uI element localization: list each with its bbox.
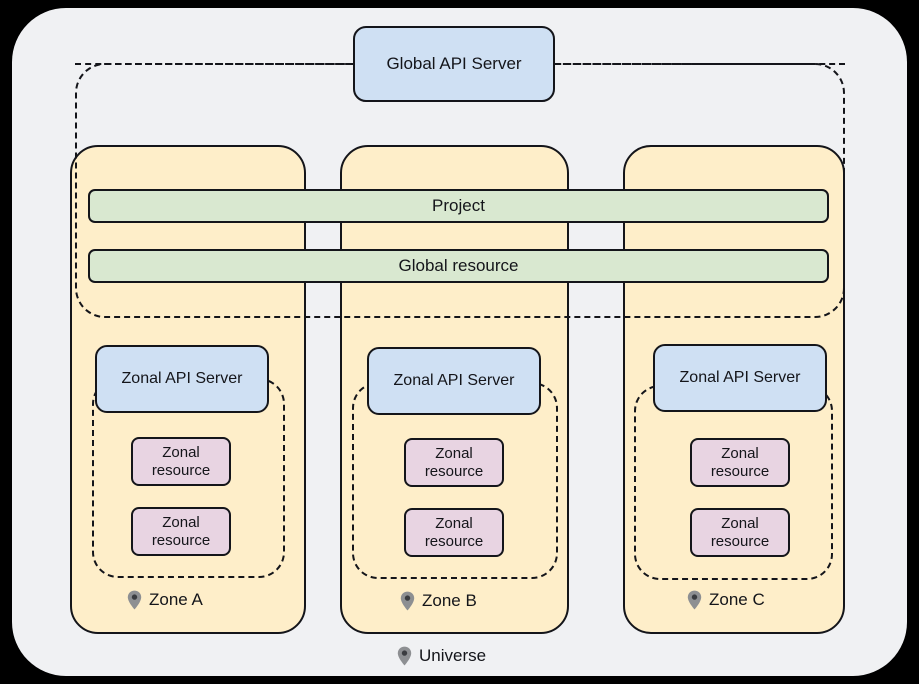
zone-c-zonal-resource-1-line2: resource xyxy=(710,462,770,480)
map-pin-icon xyxy=(127,590,142,610)
zone-c-zonal-resource-2[interactable]: Zonal resource xyxy=(690,508,790,557)
zone-a-zonal-resource-2-line2: resource xyxy=(151,531,211,549)
zone-c-zonal-api-server[interactable]: Zonal API Server xyxy=(653,344,827,412)
project-bar-label: Project xyxy=(432,196,485,215)
zone-b-zonal-resource-1[interactable]: Zonal resource xyxy=(404,438,504,487)
zone-c-zonal-resource-2-line1: Zonal xyxy=(721,514,759,532)
global-resource-bar[interactable]: Global resource xyxy=(88,249,829,283)
zone-c-zonal-resource-1-line1: Zonal xyxy=(721,444,759,462)
zone-c-zonal-resource-2-line2: resource xyxy=(710,532,770,550)
zone-b-zonal-resource-2-line1: Zonal xyxy=(435,514,473,532)
project-bar[interactable]: Project xyxy=(88,189,829,223)
zone-b-zonal-api-server[interactable]: Zonal API Server xyxy=(367,347,541,415)
zone-c-label-text: Zone C xyxy=(709,590,765,609)
zone-b-label: Zone B xyxy=(400,591,477,611)
zone-a-zonal-resource-1-line2: resource xyxy=(151,461,211,479)
zone-a-label: Zone A xyxy=(127,590,203,610)
zone-a-label-text: Zone A xyxy=(149,590,203,609)
zone-a-zonal-resource-1-line1: Zonal xyxy=(162,443,200,461)
connector-right xyxy=(553,63,845,65)
map-pin-icon xyxy=(687,590,702,610)
global-api-server-box[interactable]: Global API Server xyxy=(353,26,555,102)
universe-label: Universe xyxy=(397,646,486,666)
zone-b-zonal-resource-2-line2: resource xyxy=(424,532,484,550)
zone-b-zonal-resource-1-line1: Zonal xyxy=(435,444,473,462)
zone-b-zonal-resource-1-line2: resource xyxy=(424,462,484,480)
zone-b-zonal-api-server-label: Zonal API Server xyxy=(393,372,515,389)
global-resource-bar-label: Global resource xyxy=(398,256,519,275)
zone-c-label: Zone C xyxy=(687,590,765,610)
zone-a-zonal-resource-2[interactable]: Zonal resource xyxy=(131,507,231,556)
zone-b-zonal-resource-2[interactable]: Zonal resource xyxy=(404,508,504,557)
universe-label-text: Universe xyxy=(419,646,487,665)
connector-left xyxy=(75,63,355,65)
zone-c-zonal-resource-1[interactable]: Zonal resource xyxy=(690,438,790,487)
map-pin-icon xyxy=(397,646,412,666)
global-api-server-label: Global API Server xyxy=(386,54,522,73)
zone-a-zonal-api-server[interactable]: Zonal API Server xyxy=(95,345,269,413)
zone-a-zonal-api-server-label: Zonal API Server xyxy=(121,370,243,387)
map-pin-icon xyxy=(400,591,415,611)
zone-a-zonal-resource-1[interactable]: Zonal resource xyxy=(131,437,231,486)
zone-b-label-text: Zone B xyxy=(422,591,477,610)
zone-c-zonal-api-server-label: Zonal API Server xyxy=(679,369,801,386)
zone-a-zonal-resource-2-line1: Zonal xyxy=(162,513,200,531)
